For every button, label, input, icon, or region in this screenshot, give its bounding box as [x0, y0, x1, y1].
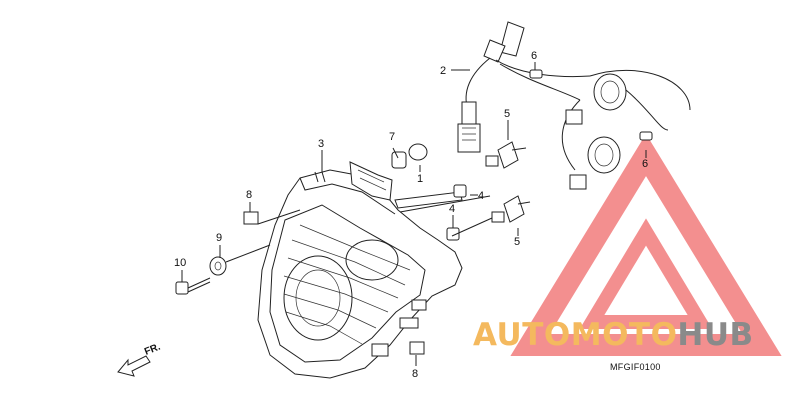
- grommet-7: [391, 143, 428, 169]
- callout-9: 9: [216, 232, 222, 244]
- headlight-housing: [257, 161, 463, 379]
- front-direction-arrow: FR.: [117, 341, 162, 377]
- callout-8-upper: 8: [246, 189, 252, 201]
- bulb-upper: [485, 141, 527, 169]
- bulb-6-upper: [529, 69, 543, 79]
- callout-10: 10: [174, 257, 186, 269]
- nut-8-upper: [243, 211, 259, 225]
- nut-8-lower: [409, 341, 425, 355]
- callout-8-lower: 8: [412, 368, 418, 380]
- callout-4-upper: 4: [478, 190, 484, 202]
- callout-6-upper: 6: [531, 50, 537, 62]
- callout-1: 1: [417, 173, 423, 185]
- watermark-text-hub: HUB: [677, 317, 754, 353]
- leader-lines: [181, 62, 647, 366]
- callout-3: 3: [318, 138, 324, 150]
- wire-harness: [457, 21, 691, 190]
- watermark-text: AUTOMOTOHUB: [473, 317, 754, 353]
- direction-label: FR.: [143, 341, 162, 357]
- bulb-lower: [491, 195, 531, 223]
- washer-9: [209, 256, 227, 276]
- watermark-text-auto: AUTO: [473, 317, 571, 353]
- callout-5-lower: 5: [514, 236, 520, 248]
- watermark-text-moto: MOTO: [570, 317, 678, 353]
- callout-6-lower: 6: [642, 158, 648, 170]
- callouts: 1 2 3 4 4 5 5 6 6 7 8 8 9 10: [174, 50, 648, 380]
- callout-7: 7: [389, 131, 395, 143]
- diagram-code: MFGIF0100: [610, 362, 661, 372]
- bulb-6-lower: [639, 131, 653, 141]
- watermark-logo: [510, 133, 782, 356]
- callout-5-upper: 5: [504, 108, 510, 120]
- bolt-10: [175, 277, 211, 295]
- socket-4-upper: [453, 184, 467, 198]
- callout-2: 2: [440, 65, 446, 77]
- callout-4-lower: 4: [449, 203, 455, 215]
